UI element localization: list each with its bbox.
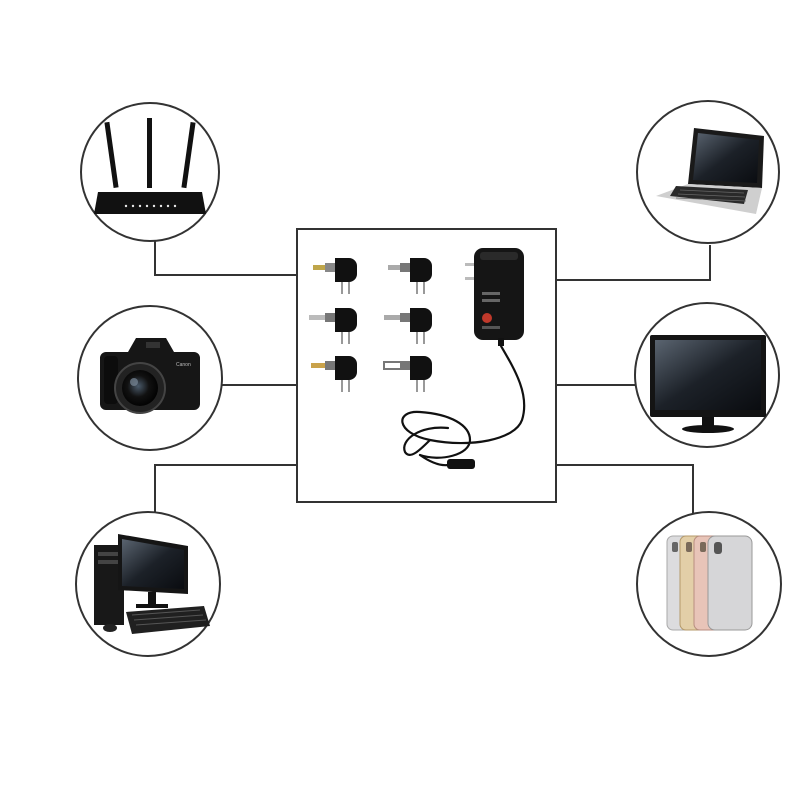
connector-lines: [154, 240, 711, 513]
svg-text:Canon: Canon: [176, 362, 191, 368]
adapter-tip-1-icon: [313, 258, 357, 294]
smartphones-icon: [666, 535, 753, 631]
connector-laptop: [556, 245, 711, 281]
adapter-tip-2-icon: [388, 258, 432, 294]
adapter-tip-6-icon: [383, 356, 432, 392]
laptop-icon: [656, 128, 764, 214]
device-router: [80, 102, 220, 242]
connector-desktop: [154, 464, 297, 513]
adapter-tip-4-icon: [384, 308, 432, 344]
dslr-camera-icon: Canon: [100, 338, 200, 414]
device-camera: Canon: [77, 305, 223, 451]
device-laptop: [636, 100, 780, 244]
device-monitor: [634, 302, 780, 448]
connector-phones: [556, 464, 694, 513]
dc-cable-icon: [401, 344, 526, 467]
dc-jack-icon: [447, 459, 475, 469]
product-panel: [296, 228, 557, 503]
wifi-router-icon: [94, 118, 206, 214]
connector-router: [154, 240, 297, 276]
device-phones: [636, 511, 782, 657]
adapter-tip-5-icon: [311, 356, 357, 392]
device-desktop: [75, 511, 221, 657]
adapter-tip-3-icon: [309, 308, 357, 344]
power-adapter-icon: [465, 248, 524, 346]
desktop-computer-icon: [94, 534, 210, 634]
monitor-icon: [650, 335, 766, 433]
